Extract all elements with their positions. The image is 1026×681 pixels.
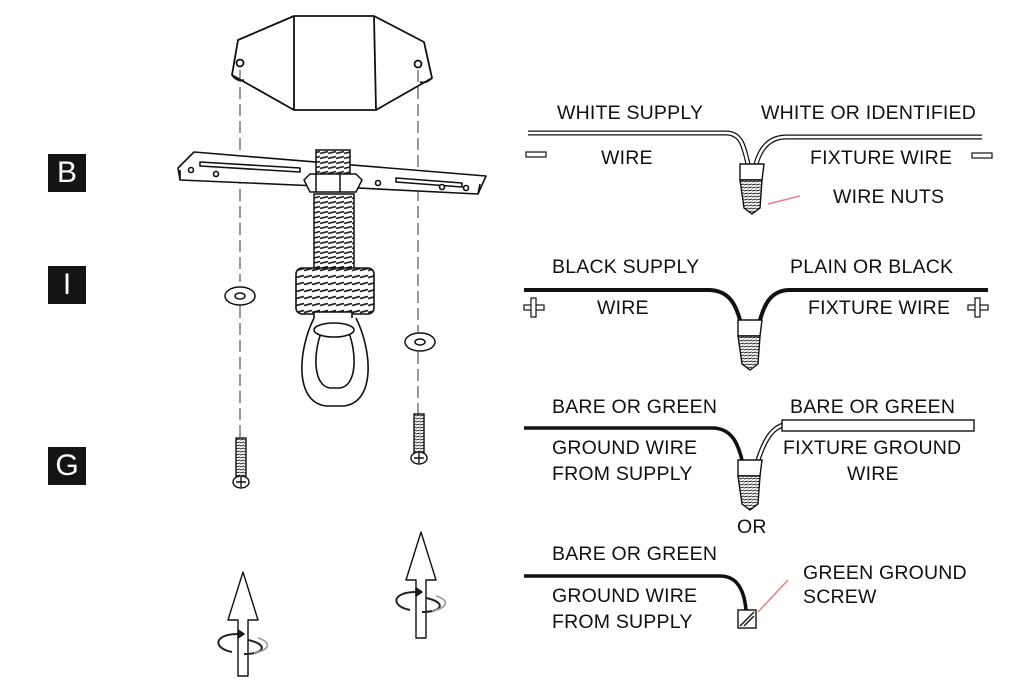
or-separator: OR [737, 516, 767, 538]
green-screw-label-line1: GREEN GROUND [803, 562, 967, 584]
ground-a-supply-label-line2: GROUND WIRE [552, 437, 698, 459]
threaded-nipple [303, 149, 363, 271]
white-fixture-label-line1: WHITE OR IDENTIFIED [761, 102, 977, 124]
white-fixture-label-line2: FIXTURE WIRE [810, 147, 953, 169]
ground-wire-connection-nut [524, 419, 975, 511]
leader-line-ground-screw [757, 579, 789, 613]
negative-symbol [525, 151, 547, 158]
green-screw-label-line2: SCREW [803, 586, 877, 608]
step-badge-g: G [48, 447, 86, 485]
white-supply-label-line1: WHITE SUPPLY [557, 102, 704, 124]
black-fixture-label-line1: PLAIN OR BLACK [790, 256, 954, 278]
ground-wire-connection-screw [524, 574, 757, 629]
wire-nut [737, 459, 763, 511]
ground-a-supply-label-line1: BARE OR GREEN [552, 396, 718, 418]
ground-a-fixture-label-line3: WIRE [847, 463, 899, 485]
hook-loop [295, 267, 375, 407]
white-supply-label-line2: WIRE [601, 147, 653, 169]
black-supply-label-line1: BLACK SUPPLY [552, 256, 700, 278]
ground-a-fixture-label-line2: FIXTURE GROUND [783, 437, 962, 459]
ground-b-supply-label-line2: GROUND WIRE [552, 585, 698, 607]
ground-a-supply-label-line3: FROM SUPPLY [552, 463, 693, 485]
positive-symbol [523, 297, 545, 318]
negative-symbol [971, 152, 993, 159]
white-wire-connection [528, 130, 982, 215]
wire-nuts-label: WIRE NUTS [833, 186, 945, 208]
black-wire-connection [524, 288, 988, 371]
wire-nut [739, 163, 765, 215]
mounting-screws [232, 413, 428, 489]
step-badge-b: B [48, 154, 86, 192]
positive-symbol [967, 297, 989, 318]
step-badge-i: I [48, 266, 86, 304]
outlet-box [231, 15, 433, 111]
wire-nut [737, 319, 763, 371]
washers [224, 286, 436, 352]
ground-b-supply-label-line3: FROM SUPPLY [552, 611, 693, 633]
leader-line-wire-nuts [767, 195, 801, 205]
tighten-arrows [217, 531, 447, 677]
ground-b-supply-label-line1: BARE OR GREEN [552, 543, 718, 565]
black-supply-label-line2: WIRE [597, 297, 649, 319]
ground-a-fixture-label-line1: BARE OR GREEN [790, 396, 956, 418]
black-fixture-label-line2: FIXTURE WIRE [808, 297, 951, 319]
green-ground-screw [737, 609, 757, 629]
